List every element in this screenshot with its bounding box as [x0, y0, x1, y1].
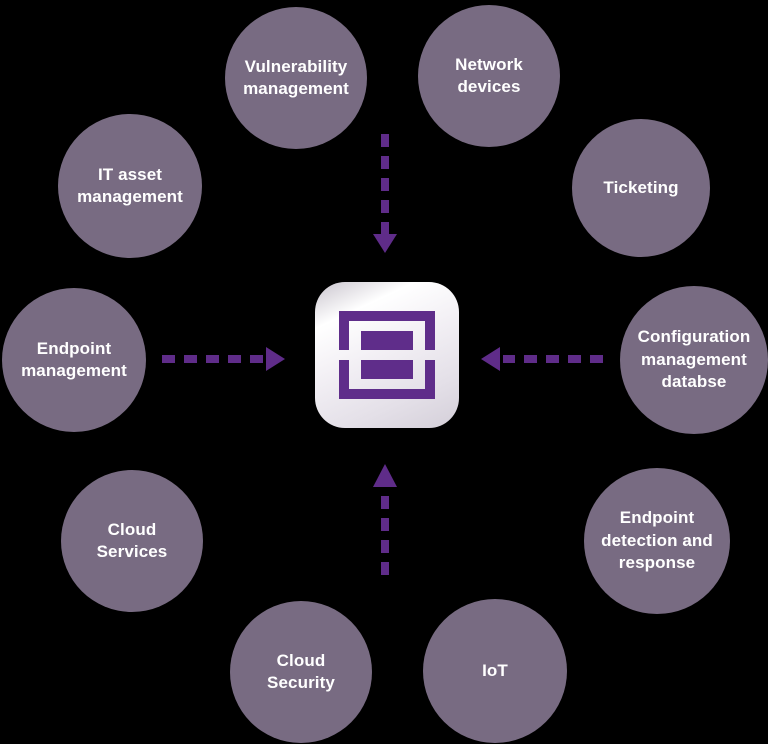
arrow-up-icon: [373, 464, 397, 575]
arrow-down-icon: [373, 134, 397, 253]
node-label: IoT: [482, 660, 508, 680]
node-label: Vulnerability management: [243, 56, 349, 98]
node-cloud-services: Cloud Services: [61, 470, 203, 612]
node-it-asset-management: IT asset management: [58, 114, 202, 258]
node-endpoint-management: Endpoint management: [2, 288, 146, 432]
node-cloud-security: Cloud Security: [230, 601, 372, 743]
node-label: Cloud Security: [267, 650, 335, 692]
node-label: Ticketing: [603, 177, 679, 197]
node-iot: IoT: [423, 599, 567, 743]
arrow-left-icon: [481, 347, 603, 371]
node-label: Endpoint detection and response: [601, 508, 713, 573]
node-label: Network devices: [455, 54, 523, 96]
center-tile: [315, 282, 459, 428]
node-label: Cloud Services: [96, 519, 168, 561]
node-label: IT asset management: [77, 164, 183, 206]
node-endpoint-detection-and-response: Endpoint detection and response: [584, 468, 730, 614]
node-configuration-management-databse: Configuration management databse: [620, 286, 768, 434]
node-label: Endpoint management: [21, 338, 127, 380]
node-vulnerability-management: Vulnerability management: [225, 7, 367, 149]
node-network-devices: Network devices: [418, 5, 560, 147]
node-label: Configuration management databse: [637, 327, 751, 392]
center-logo-icon: [339, 311, 435, 399]
arrow-right-icon: [162, 347, 285, 371]
node-ticketing: Ticketing: [572, 119, 710, 257]
